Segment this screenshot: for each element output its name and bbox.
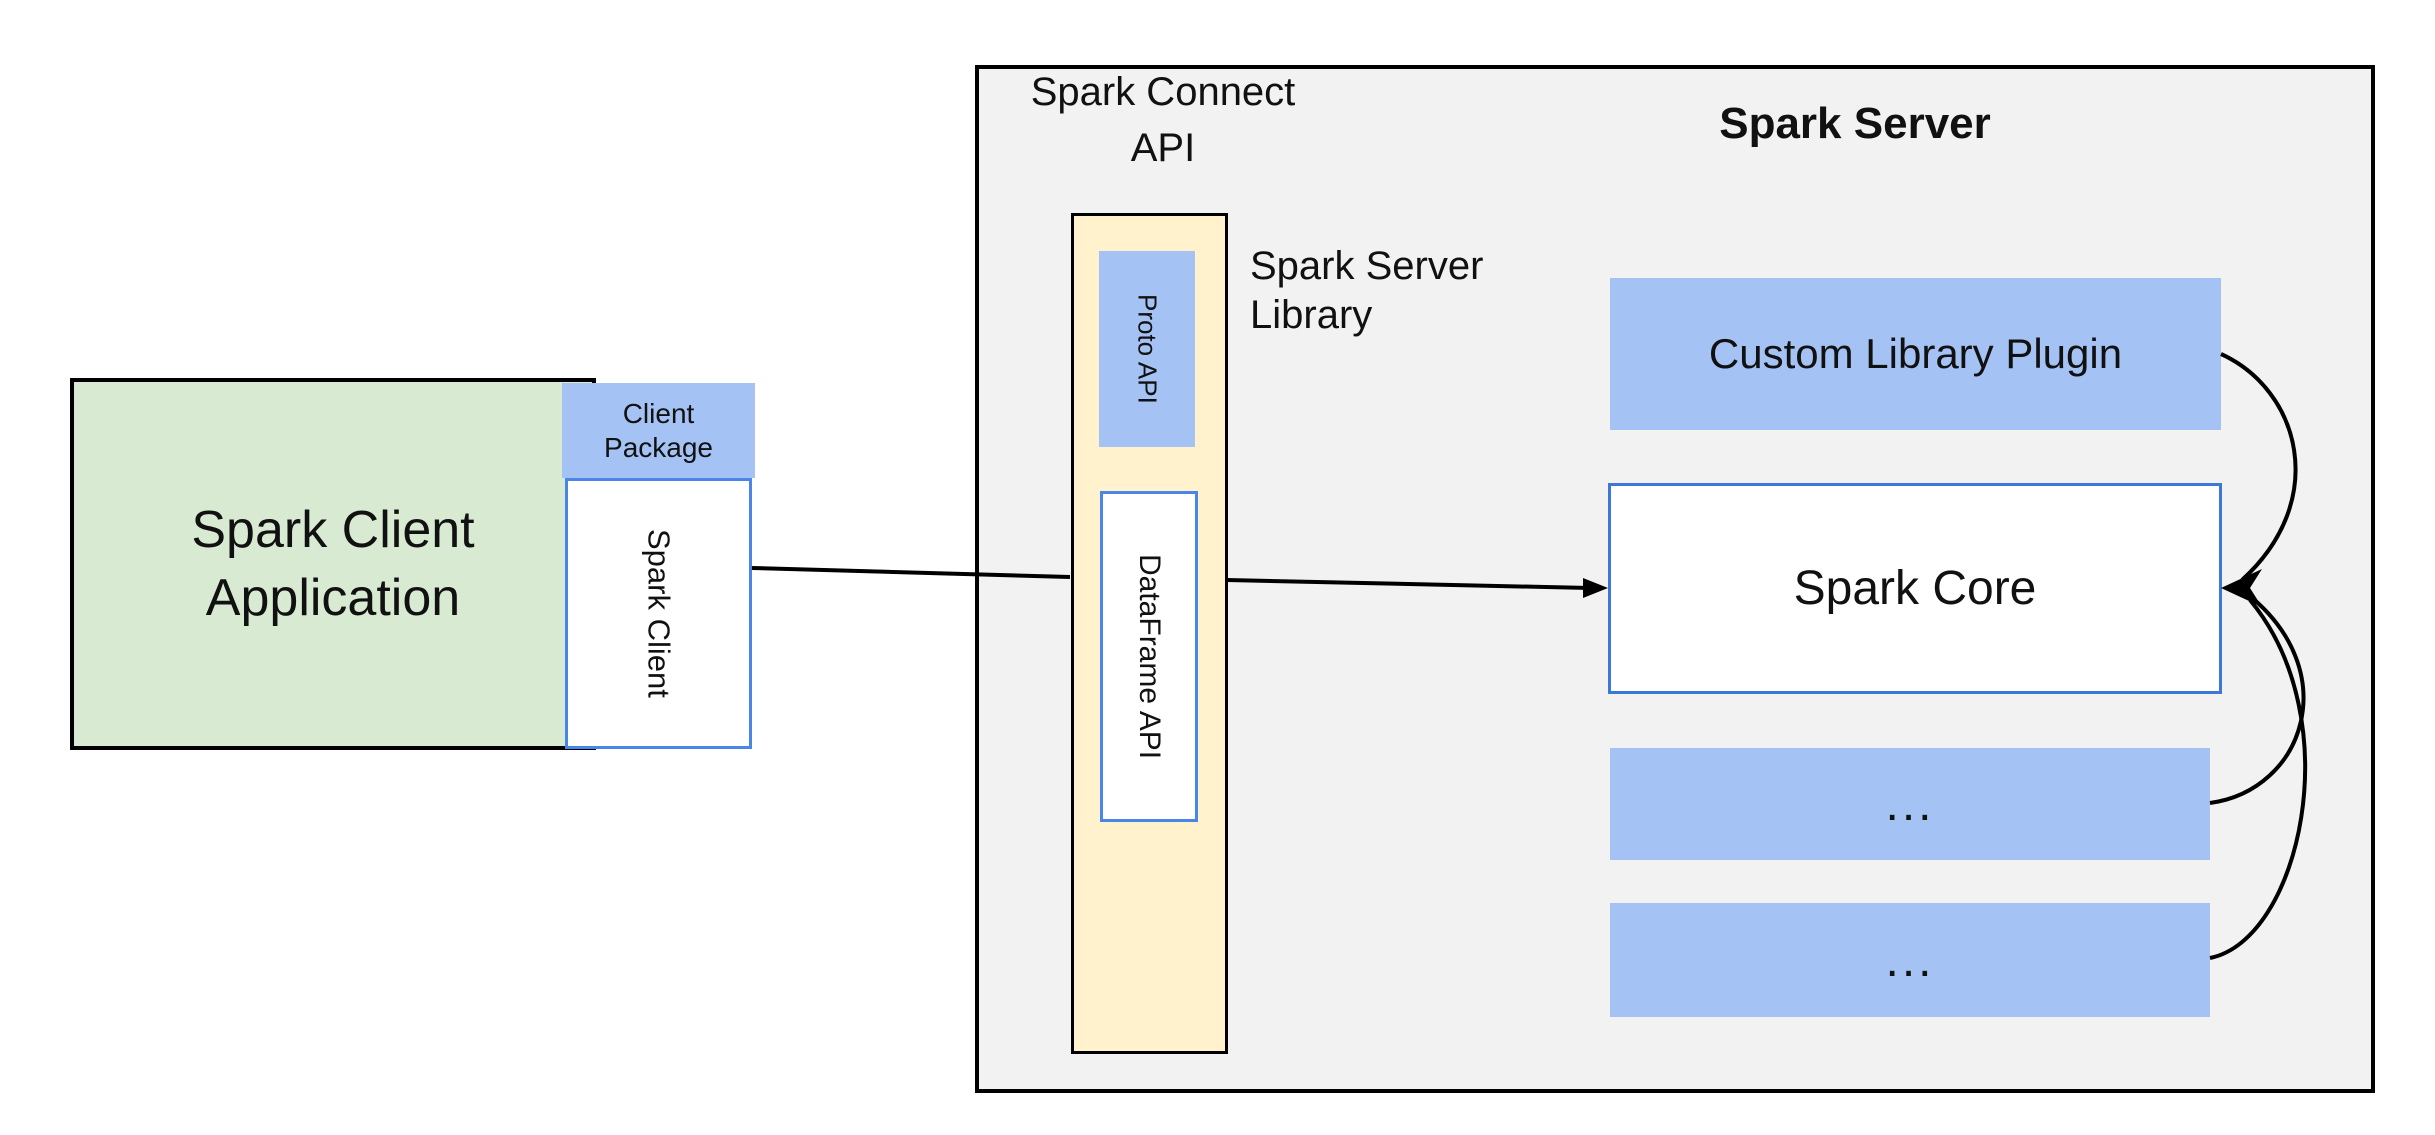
ellipsis-label-1: ... xyxy=(1885,777,1935,831)
client-package-label-line1: Client xyxy=(622,397,695,429)
dataframe-api-box: DataFrame API xyxy=(1100,491,1198,822)
ellipsis-box-2: ... xyxy=(1610,903,2210,1017)
spark-connect-api-label-line2: API xyxy=(1130,126,1196,170)
spark-connect-api-label-line1: Spark Connect xyxy=(1030,70,1296,114)
spark-client-application-box: Spark Client Application xyxy=(70,378,596,750)
spark-client-box: Spark Client xyxy=(565,478,752,749)
spark-core-box: Spark Core xyxy=(1608,483,2222,694)
spark-connect-api-label: Spark Connect API xyxy=(963,64,1363,176)
spark-server-library-label-line2: Library xyxy=(1250,293,1373,337)
client-package-box: Client Package xyxy=(562,383,755,478)
spark-client-label: Spark Client xyxy=(641,529,677,698)
dataframe-api-label: DataFrame API xyxy=(1133,553,1166,760)
spark-server-library-label-line1: Spark Server xyxy=(1250,244,1484,288)
custom-library-plugin-label: Custom Library Plugin xyxy=(1708,330,2123,377)
client-package-label: Client Package xyxy=(604,397,713,465)
proto-api-box: Proto API xyxy=(1099,251,1195,447)
proto-api-label: Proto API xyxy=(1132,294,1163,404)
spark-server-title: Spark Server xyxy=(1719,99,1991,148)
spark-core-label: Spark Core xyxy=(1793,562,2037,615)
spark-client-application-label-line1: Spark Client xyxy=(191,501,475,559)
spark-server-library-label: Spark Server Library xyxy=(1250,242,1580,340)
ellipsis-label-2: ... xyxy=(1885,933,1935,987)
spark-client-application-label-line2: Application xyxy=(205,569,461,627)
custom-library-plugin-box: Custom Library Plugin xyxy=(1610,278,2221,430)
ellipsis-box-1: ... xyxy=(1610,748,2210,860)
client-package-label-line2: Package xyxy=(604,431,713,463)
spark-client-application-label: Spark Client Application xyxy=(191,496,474,632)
